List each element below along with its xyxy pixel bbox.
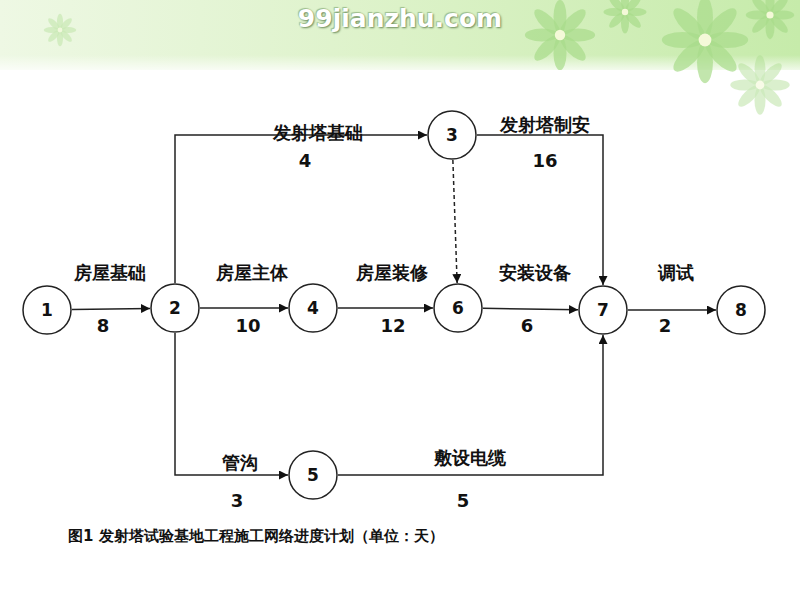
- activity-name: 管沟: [222, 451, 258, 475]
- duration-number: 10: [235, 315, 260, 336]
- activity-arrow: [338, 335, 603, 475]
- watermark: 99jianzhu.com: [298, 4, 502, 33]
- node-number: 8: [735, 300, 747, 320]
- duration-number: 3: [231, 490, 244, 511]
- figure-caption: 图1 发射塔试验基地工程施工网络进度计划（单位：天）: [68, 527, 444, 546]
- activity-arrow: [338, 307, 433, 309]
- event-circle: 1: [22, 285, 72, 335]
- event-circle: 5: [288, 450, 338, 500]
- event-circle: 3: [427, 110, 477, 160]
- activity-arrow: [175, 333, 288, 475]
- node-number: 1: [41, 300, 53, 320]
- activity-arrow: [72, 308, 150, 309]
- duration-number: 16: [532, 150, 557, 171]
- event-circle: 2: [150, 283, 200, 333]
- activity-name: 发射塔基础: [273, 121, 363, 145]
- node-number: 3: [446, 125, 458, 145]
- activity-arrow: [628, 309, 716, 311]
- event-circle: 8: [716, 285, 766, 335]
- duration-number: 6: [521, 315, 534, 336]
- node-number: 6: [452, 298, 464, 318]
- activity-name: 调试: [658, 261, 694, 285]
- duration-number: 2: [659, 315, 672, 336]
- activity-name: 房屋基础: [74, 261, 146, 285]
- duration-number: 8: [97, 315, 110, 336]
- node-number: 7: [597, 300, 609, 320]
- event-circle: 6: [433, 283, 483, 333]
- activity-name: 敷设电缆: [434, 446, 506, 470]
- node-number: 2: [169, 298, 181, 318]
- node-number: 5: [307, 465, 319, 485]
- activity-arrow: [477, 135, 603, 285]
- activity-name: 发射塔制安: [500, 113, 590, 137]
- duration-number: 5: [457, 490, 470, 511]
- activity-name: 房屋装修: [356, 261, 428, 285]
- event-circle: 4: [288, 283, 338, 333]
- activity-arrow: [200, 307, 288, 309]
- dummy-activity: [453, 160, 457, 283]
- event-circle: 7: [578, 285, 628, 335]
- duration-number: 4: [299, 150, 312, 171]
- activity-arrow: [483, 308, 578, 309]
- duration-number: 12: [380, 315, 405, 336]
- activity-arrow: [175, 135, 427, 283]
- activity-name: 房屋主体: [216, 261, 288, 285]
- activity-name: 安装设备: [499, 261, 571, 285]
- node-number: 4: [307, 298, 319, 318]
